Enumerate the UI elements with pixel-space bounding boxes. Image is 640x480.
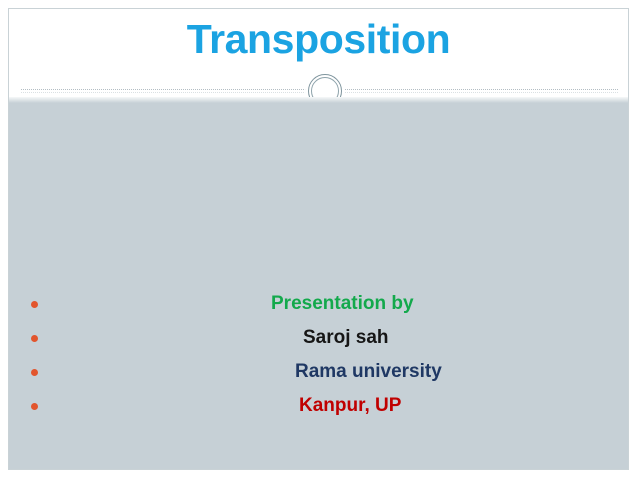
list-item: Kanpur, UP [9, 391, 628, 425]
bullet-item-label: Presentation by [271, 293, 414, 314]
body-top-sheen [9, 97, 628, 103]
list-item: Rama university [9, 357, 628, 391]
list-item: Saroj sah [9, 323, 628, 357]
bullet-list: Presentation by Saroj sah Rama universit… [9, 289, 628, 425]
slide-body: Presentation by Saroj sah Rama universit… [9, 97, 628, 469]
list-item: Presentation by [9, 289, 628, 323]
bullet-item-label: Saroj sah [303, 327, 389, 348]
bullet-icon [31, 369, 38, 376]
bullet-item-label: Kanpur, UP [299, 395, 402, 416]
bullet-icon [31, 403, 38, 410]
bullet-icon [31, 301, 38, 308]
slide-frame: Transposition Presentation by Saroj sah [8, 8, 629, 470]
bullet-item-label: Rama university [295, 361, 442, 382]
page-title: Transposition [186, 16, 451, 62]
bullet-icon [31, 335, 38, 342]
